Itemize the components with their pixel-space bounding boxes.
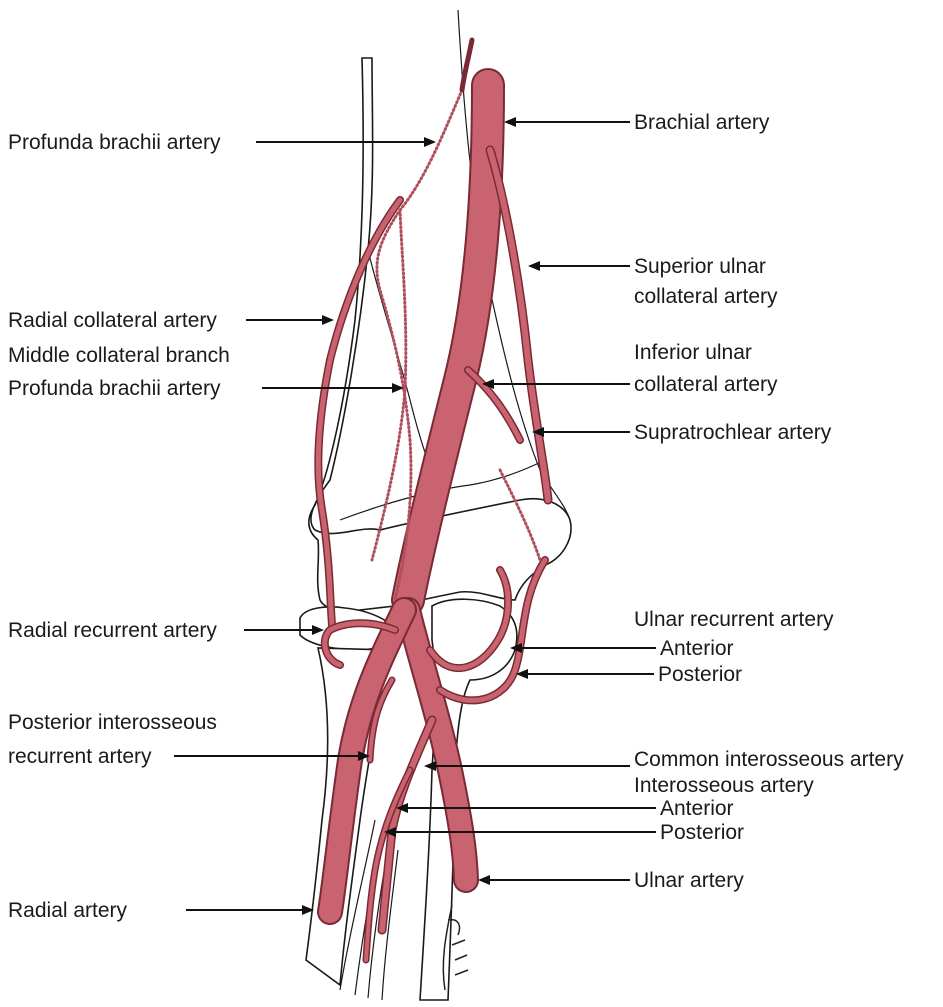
- label-radial: Radial artery: [8, 899, 128, 922]
- label-inferior-ulnar-2: collateral artery: [634, 373, 778, 396]
- label-posterior-interosseous-2: recurrent artery: [8, 745, 152, 768]
- label-posterior-interosseous-1: Posterior interosseous: [8, 711, 217, 734]
- label-radial-recurrent: Radial recurrent artery: [8, 619, 217, 642]
- label-superior-ulnar-1: Superior ulnar: [634, 255, 766, 278]
- label-middle-collateral-2: Profunda brachii artery: [8, 377, 221, 400]
- label-ulnar-recurrent-anterior: Anterior: [660, 637, 734, 660]
- label-inferior-ulnar-1: Inferior ulnar: [634, 341, 752, 364]
- label-ulnar-recurrent: Ulnar recurrent artery: [634, 608, 834, 631]
- label-interosseous-posterior: Posterior: [660, 821, 744, 844]
- label-ulnar-recurrent-posterior: Posterior: [658, 663, 742, 686]
- profunda-origin: [462, 40, 472, 90]
- label-profunda-brachii: Profunda brachii artery: [8, 131, 221, 154]
- label-supratrochlear: Supratrochlear artery: [634, 421, 832, 444]
- label-common-interosseous: Common interosseous artery: [634, 748, 904, 771]
- label-interosseous-anterior: Anterior: [660, 797, 734, 820]
- label-superior-ulnar-2: collateral artery: [634, 285, 778, 308]
- label-middle-collateral-1: Middle collateral branch: [8, 344, 230, 367]
- label-brachial: Brachial artery: [634, 111, 770, 134]
- label-interosseous: Interosseous artery: [634, 774, 814, 797]
- label-ulnar: Ulnar artery: [634, 869, 744, 892]
- label-radial-collateral: Radial collateral artery: [8, 309, 217, 332]
